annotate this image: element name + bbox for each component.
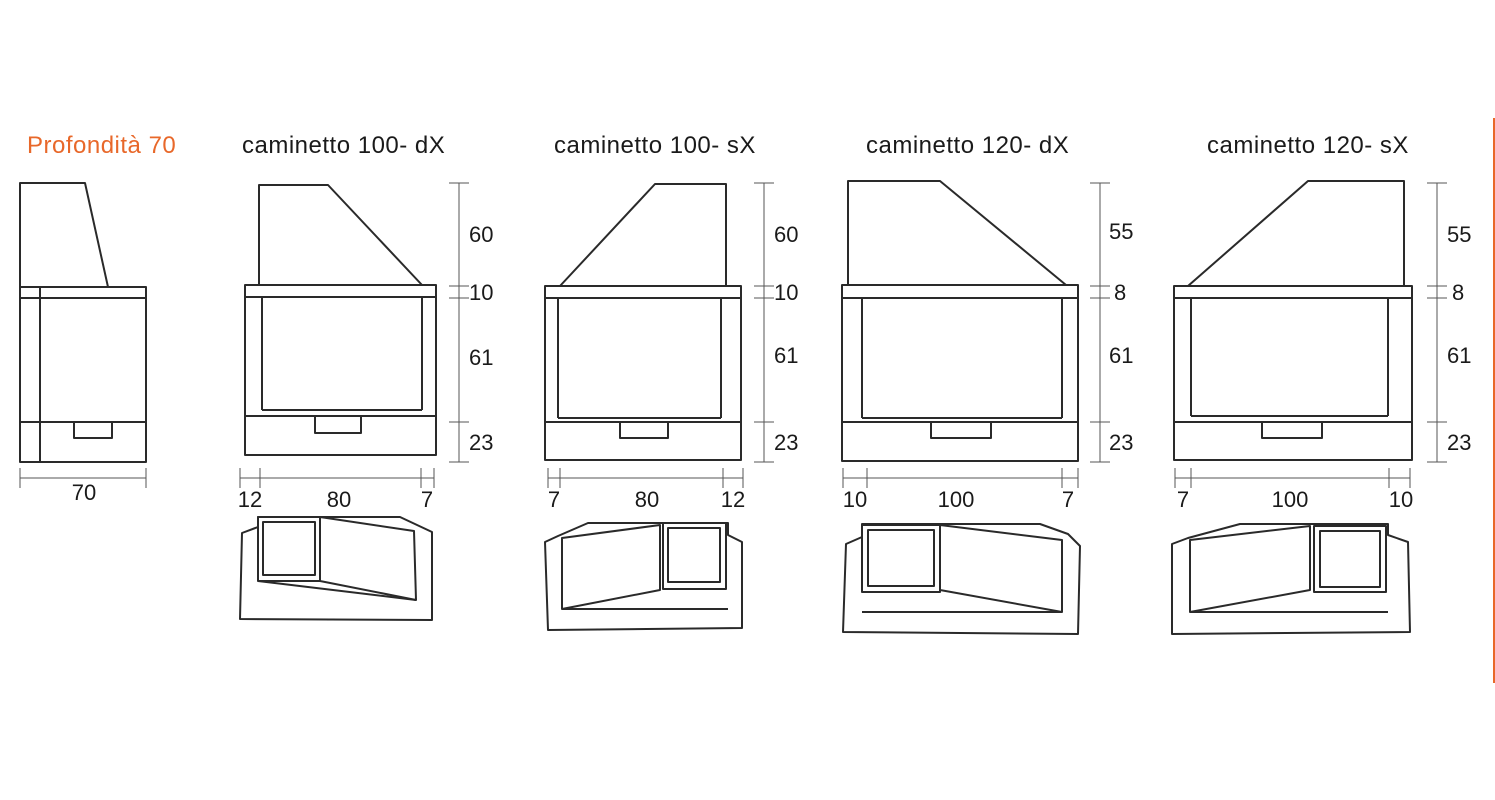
front-view-m4	[1173, 180, 1413, 461]
height-label-opening-m4: 61	[1447, 343, 1472, 368]
side-view-drawing	[19, 182, 147, 463]
height-dimensions-m4	[1427, 182, 1447, 463]
front-view-m3	[841, 180, 1079, 462]
width-label-right-m2: 12	[720, 487, 746, 512]
width-label-left-m1: 12	[237, 487, 263, 512]
plan-view-m1	[239, 516, 433, 621]
width-label-left-m3: 10	[842, 487, 868, 512]
width-label-left-m4: 7	[1176, 487, 1190, 512]
width-label-right-m1: 7	[420, 487, 434, 512]
height-label-band-m2: 10	[774, 280, 799, 305]
model-title-m4: caminetto 120- sX	[1207, 132, 1409, 159]
height-label-top-m3: 55	[1109, 219, 1134, 244]
height-dimensions-m2	[754, 182, 774, 463]
width-dimensions-m4	[1174, 468, 1411, 488]
height-dimensions-m1	[449, 182, 469, 463]
height-label-top-m2: 60	[774, 222, 799, 247]
accent-divider-line	[1493, 118, 1495, 683]
depth-width-label: 70	[71, 480, 97, 505]
height-label-top-m1: 60	[469, 222, 494, 247]
width-label-center-m4: 100	[1271, 487, 1309, 512]
height-label-base-m1: 23	[469, 430, 494, 455]
height-label-band-m1: 10	[469, 280, 494, 305]
width-dimensions-m2	[547, 468, 744, 488]
height-label-base-m3: 23	[1109, 430, 1134, 455]
model-title-m2: caminetto 100- sX	[554, 132, 756, 159]
front-view-m2	[544, 183, 742, 461]
width-label-right-m4: 10	[1388, 487, 1414, 512]
height-dimensions-m3	[1090, 182, 1110, 463]
height-label-top-m4: 55	[1447, 222, 1472, 247]
model-title-m3: caminetto 120- dX	[866, 132, 1070, 159]
front-view-m1	[244, 184, 437, 456]
plan-view-m2	[544, 522, 743, 631]
side-view-width-dimension	[19, 468, 147, 488]
height-label-opening-m2: 61	[774, 343, 799, 368]
width-dimensions-m3	[842, 468, 1079, 488]
height-label-base-m2: 23	[774, 430, 799, 455]
width-label-center-m1: 80	[326, 487, 352, 512]
model-title-m1: caminetto 100- dX	[242, 132, 446, 159]
height-label-opening-m1: 61	[469, 345, 494, 370]
height-label-opening-m3: 61	[1109, 343, 1134, 368]
width-label-center-m2: 80	[634, 487, 660, 512]
plan-view-m3	[842, 523, 1081, 635]
depth-title: Profondità 70	[27, 132, 177, 159]
width-label-right-m3: 7	[1061, 487, 1075, 512]
width-label-left-m2: 7	[547, 487, 561, 512]
height-label-band-m4: 8	[1452, 280, 1465, 305]
width-label-center-m3: 100	[937, 487, 975, 512]
height-label-band-m3: 8	[1114, 280, 1127, 305]
plan-view-m4	[1171, 523, 1411, 635]
height-label-base-m4: 23	[1447, 430, 1472, 455]
width-dimensions-m1	[239, 468, 435, 488]
